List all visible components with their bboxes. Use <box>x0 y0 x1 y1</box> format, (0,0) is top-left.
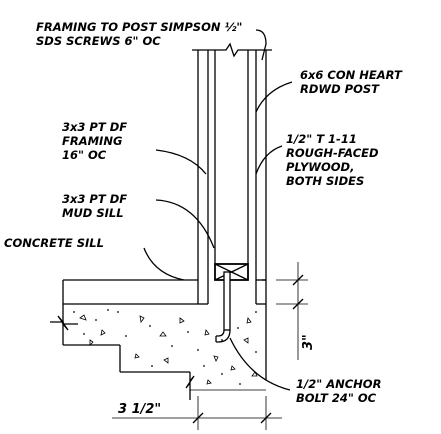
label-post-line1: 6x6 CON HEART <box>300 68 403 82</box>
label-mud-sill-line2: MUD SILL <box>62 206 124 220</box>
anchor-bolt <box>215 271 231 343</box>
dimension-horizontal-label: 3 1/2" <box>118 402 161 417</box>
label-plywood-line1: 1/2" T 1-11 <box>286 132 357 146</box>
post-and-framing <box>192 42 272 305</box>
concrete-foundation <box>50 279 267 400</box>
label-anchor-bolt-line1: 1/2" ANCHOR <box>296 377 381 391</box>
label-framing-line3: 16" OC <box>62 148 107 162</box>
label-post-line2: RDWD POST <box>300 82 380 96</box>
label-framing-line2: FRAMING <box>62 134 122 148</box>
label-concrete-sill: CONCRETE SILL <box>4 236 104 250</box>
label-plywood-line3: PLYWOOD, <box>286 160 354 174</box>
label-anchor-bolt-line2: BOLT 24" OC <box>296 391 377 405</box>
label-mud-sill-line1: 3x3 PT DF <box>62 192 127 206</box>
label-framing-screws-line2: SDS SCREWS 6" OC <box>36 34 161 48</box>
label-framing-screws-line1: FRAMING TO POST SIMPSON ½" <box>36 20 242 34</box>
label-plywood-line4: BOTH SIDES <box>286 174 364 188</box>
label-plywood-line2: ROUGH-FACED <box>286 146 379 160</box>
label-framing-line1: 3x3 PT DF <box>62 120 127 134</box>
annotation-labels: FRAMING TO POST SIMPSON ½" SDS SCREWS 6"… <box>4 20 403 417</box>
dimension-lines <box>112 262 308 430</box>
leader-lines <box>143 29 293 391</box>
dimension-vertical-label: 3" <box>301 334 316 350</box>
mud-sill <box>214 263 249 281</box>
